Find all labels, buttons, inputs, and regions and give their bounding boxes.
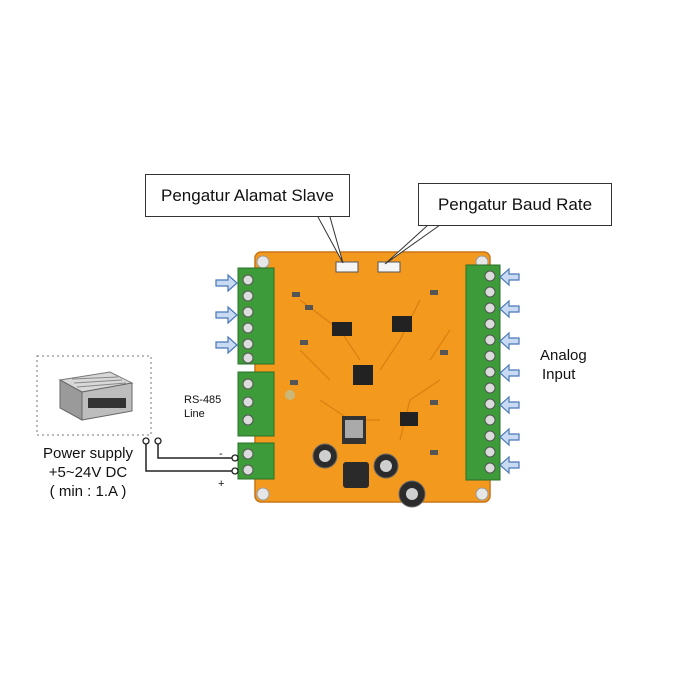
arrow-right-icon: [215, 305, 238, 325]
baud-rate-label: Pengatur Baud Rate: [437, 194, 593, 214]
arrow-left-icon: [499, 395, 520, 415]
power-label-line3: ( min : 1.A ): [49, 483, 127, 500]
baud-rate-callout: Pengatur Baud Rate: [418, 183, 612, 226]
left-terminal-block: [237, 267, 275, 480]
pcb-board: [254, 251, 491, 508]
power-label-line2: +5~24V DC: [48, 464, 128, 481]
arrow-left-icon: [499, 455, 520, 475]
power-supply-label: Power supply +5~24V DC ( min : 1.A ): [29, 444, 147, 501]
right-terminal-block: [465, 264, 501, 481]
callout-pointers: [317, 216, 441, 265]
analog-label-line2: Input: [542, 366, 576, 383]
minus-sign: -: [219, 448, 223, 460]
arrow-left-icon: [499, 363, 520, 383]
rs485-label: RS-485 Line: [184, 393, 221, 421]
analog-label-line1: Analog: [540, 347, 587, 364]
slave-address-label: Pengatur Alamat Slave: [161, 185, 334, 205]
right-arrows: [499, 267, 520, 475]
power-supply-box: [36, 355, 152, 436]
arrow-left-icon: [499, 267, 520, 287]
wire-terminals: [142, 437, 239, 475]
arrow-right-icon: [215, 335, 238, 355]
plus-sign: +: [218, 478, 225, 490]
arrow-left-icon: [499, 299, 520, 319]
arrow-left-icon: [499, 331, 520, 351]
power-label-line1: Power supply: [42, 445, 134, 462]
arrow-left-icon: [499, 427, 520, 447]
arrow-right-icon: [215, 273, 238, 293]
rs485-label-line2: Line: [184, 408, 205, 420]
power-wires: [145, 442, 233, 472]
rs485-label-line1: RS-485: [184, 394, 222, 406]
slave-address-callout: Pengatur Alamat Slave: [145, 174, 350, 217]
analog-input-label: Analog Input: [540, 346, 587, 384]
left-arrows: [215, 273, 238, 355]
